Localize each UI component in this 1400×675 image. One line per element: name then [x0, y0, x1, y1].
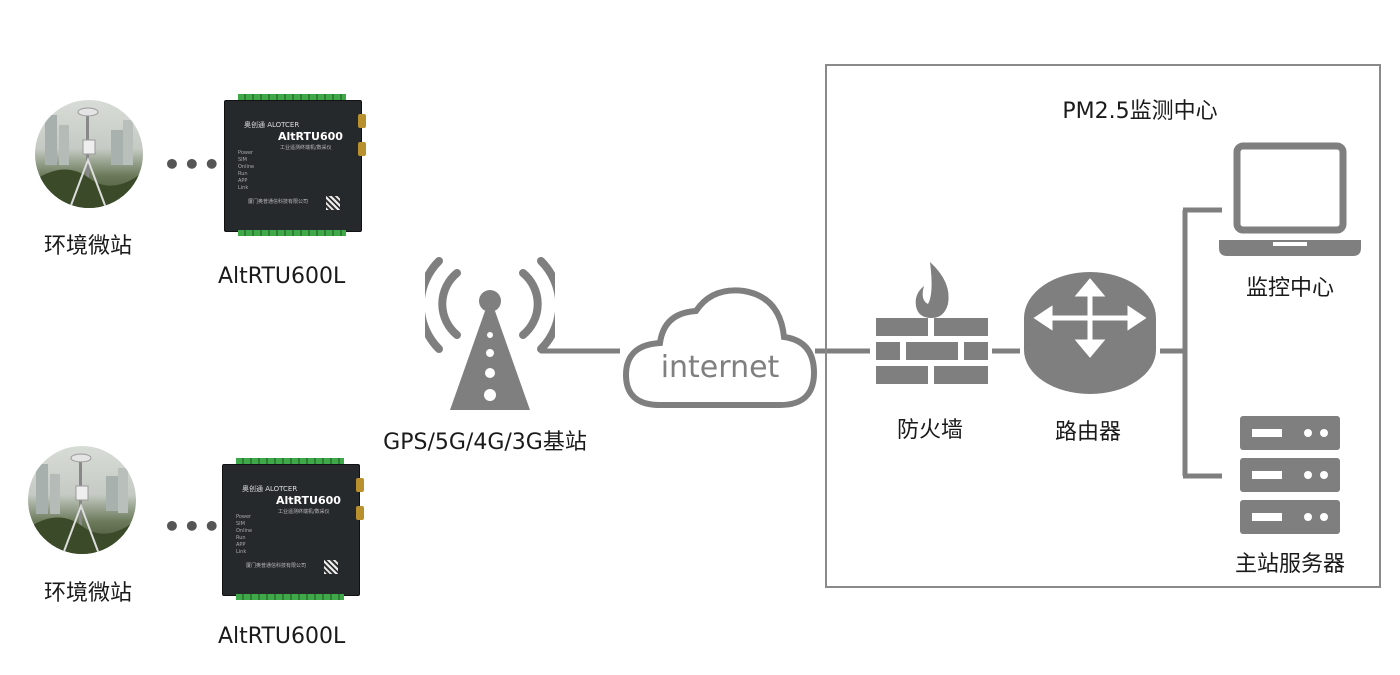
station-photo-2-image [28, 453, 136, 554]
cloud-icon [622, 287, 818, 408]
led-label: APP [236, 542, 246, 548]
laptop-icon [1219, 142, 1361, 256]
led-label: Run [236, 535, 246, 541]
terminal-block-top [238, 94, 346, 100]
led-label: Online [236, 528, 253, 534]
tower-label: GPS/5G/4G/3G基站 [383, 430, 587, 455]
device-model: AltRTU600 [278, 130, 343, 143]
device-subtitle: 工业遥测终端机/数采仪 [278, 509, 330, 515]
connector-dots-2: ••• [163, 510, 223, 543]
router-icon [1024, 272, 1156, 394]
led-label: Online [238, 164, 255, 170]
connector-dots-1: ••• [163, 148, 223, 181]
antenna-connector-icon [358, 142, 366, 156]
device-body [222, 464, 360, 596]
station-label-1: 环境微站 [43, 234, 132, 259]
monitoring-center-frame [825, 64, 1381, 588]
led-label: Link [236, 549, 247, 555]
station-label-2: 环境微站 [43, 581, 132, 606]
device-body [224, 100, 362, 232]
led-label: Power [236, 514, 252, 520]
radio-tower-icon [425, 257, 555, 410]
led-label: Power [238, 150, 254, 156]
qr-code-icon [324, 560, 338, 574]
device-label-1: AltRTU600L [218, 264, 346, 289]
led-label: Link [238, 185, 249, 191]
qr-code-icon [326, 196, 340, 210]
station-photo-1-image [35, 107, 143, 208]
firewall-icon [876, 262, 988, 384]
station-photo-2 [28, 446, 136, 554]
device-model: AltRTU600 [276, 494, 341, 507]
antenna-connector-icon [356, 478, 364, 492]
center-title: PM2.5监测中心 [1062, 99, 1218, 124]
led-label: Run [238, 171, 248, 177]
terminal-block-top [236, 458, 344, 464]
server-icon [1240, 416, 1340, 534]
device-leds: Power SIM Online Run APP Link [236, 514, 252, 556]
led-label: APP [238, 178, 248, 184]
firewall-label: 防火墙 [896, 418, 963, 443]
server-label: 主站服务器 [1234, 552, 1345, 577]
antenna-connector-icon [358, 114, 366, 128]
device-footer: 厦门奥普通信科技有限公司 [246, 563, 307, 569]
device-footer: 厦门奥普通信科技有限公司 [248, 199, 309, 205]
rtu-device-2: 奥创通 ALOTCER AltRTU600 工业遥测终端机/数采仪 Power … [216, 456, 364, 600]
terminal-block-bottom [238, 230, 346, 236]
station-photo-1 [35, 100, 143, 208]
device-subtitle: 工业遥测终端机/数采仪 [280, 145, 332, 151]
device-brand: 奥创通 ALOTCER [244, 121, 300, 129]
cloud-label: internet [660, 350, 780, 385]
router-label: 路由器 [1054, 420, 1121, 445]
device-brand: 奥创通 ALOTCER [242, 485, 298, 493]
device-label-2: AltRTU600L [218, 624, 346, 649]
antenna-connector-icon [356, 506, 364, 520]
device-leds: Power SIM Online Run APP Link [238, 150, 254, 192]
led-label: SIM [236, 521, 245, 527]
monitor-label: 监控中心 [1245, 276, 1334, 301]
led-label: SIM [238, 157, 247, 163]
rtu-device-1: 奥创通 ALOTCER AltRTU600 工业遥测终端机/数采仪 Power … [218, 92, 366, 236]
terminal-block-bottom [236, 594, 344, 600]
